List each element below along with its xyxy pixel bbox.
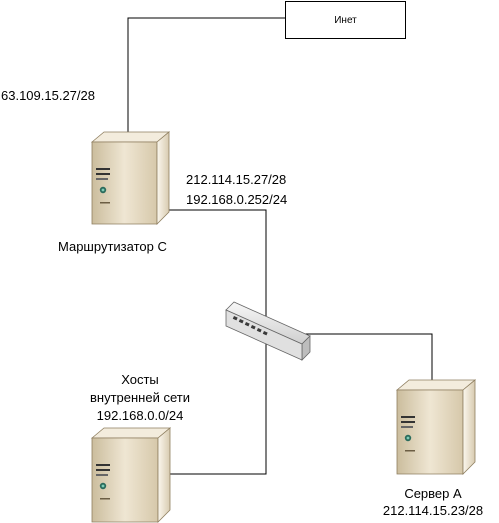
router-internal-ip-2: 192.168.0.252/24: [186, 192, 288, 207]
router-external-ip: 63.109.15.27/28: [1, 88, 95, 103]
internal-hosts-icon: [90, 427, 172, 523]
hosts-network: 192.168.0.0/24: [96, 408, 184, 423]
link-internet-router: [127, 17, 285, 132]
server-a-name: Сервер А: [404, 486, 462, 501]
server-a-ip: 212.114.15.23/28: [382, 503, 484, 518]
link-switch-hosts: [132, 334, 267, 475]
internet-box: Инет: [285, 1, 406, 39]
router-server-icon: [90, 131, 171, 225]
router-name: Маршрутизатор С: [58, 239, 167, 254]
switch-icon: [225, 301, 311, 361]
hosts-label-line1: Хосты: [121, 372, 159, 387]
hosts-label-line2: внутренней сети: [90, 390, 190, 405]
internet-label: Инет: [334, 14, 357, 26]
router-internal-ip-1: 212.114.15.27/28: [186, 172, 287, 187]
server-a-icon: [395, 379, 477, 475]
